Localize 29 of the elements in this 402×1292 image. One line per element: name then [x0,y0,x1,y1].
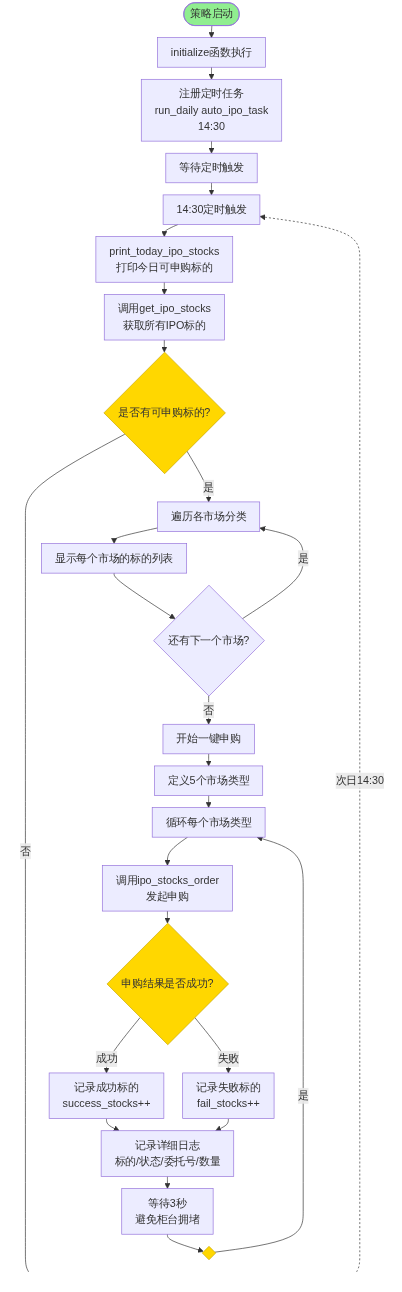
node-box: 记录失败标的 fail_stocks++ [182,1072,275,1119]
node-box: 等待定时触发 [165,152,258,184]
edge-label: 失败 [217,1052,239,1065]
node-box: 遍历各市场分类 [156,501,260,532]
node-box: 等待3秒 避免柜台拥堵 [121,1188,214,1235]
connector [24,433,125,1273]
node-box: 记录成功标的 success_stocks++ [48,1072,164,1119]
edge-label: 是 [297,1089,309,1102]
node-box: 注册定时任务 run_daily auto_ipo_task 14:30 [140,78,282,142]
node-box: 调用get_ipo_stocks 获取所有IPO标的 [103,294,225,341]
node-box: 记录详细日志 标的/状态/委托号/数量 [100,1130,234,1177]
edge-label: 否 [202,704,214,716]
edge-label: 成功 [95,1052,117,1065]
node-diamond: 申购结果是否成功? [106,922,229,1046]
edge-label: 次日14:30 [335,774,384,787]
node-box: 定义5个市场类型 [153,765,263,796]
node-box: 循环每个市场类型 [151,807,266,838]
node-box: 显示每个市场的标的列表 [40,543,187,574]
edge-label: 是 [297,552,309,564]
node-box: initialize函数执行 [156,37,266,68]
node-box: print_today_ipo_stocks 打印今日可申购标的 [95,236,233,283]
node-diamond: 还有下一个市场? [152,584,265,697]
node-box: 开始一键申购 [162,723,255,755]
node-box: 14:30定时触发 [162,194,260,225]
node-diamond: 是否有可申购标的? [103,351,226,475]
edge-label: 是 [202,481,214,494]
node-diamond [201,1246,216,1261]
edge-label: 否 [19,845,31,857]
node-box: 调用ipo_stocks_order 发起申购 [101,865,233,912]
